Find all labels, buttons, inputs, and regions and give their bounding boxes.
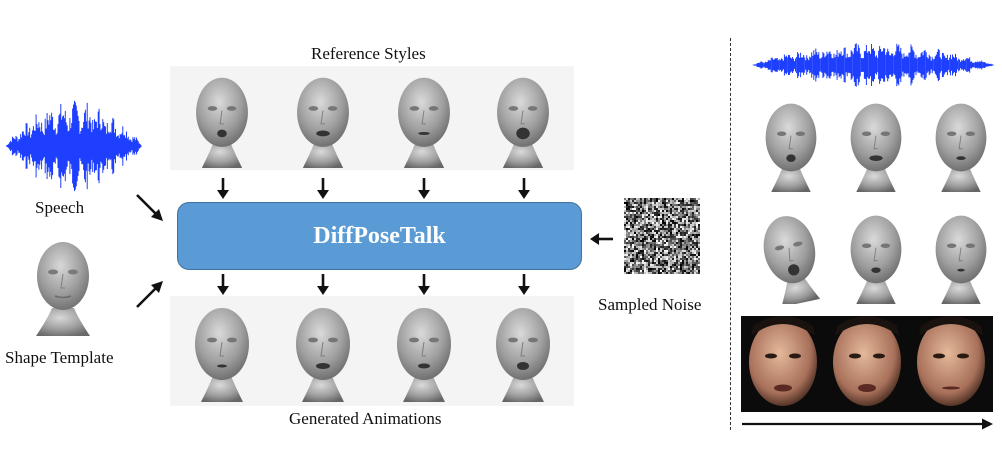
speech-waveform-icon: [6, 100, 142, 192]
generated-animation-head-icon: [195, 308, 249, 402]
reference-styles-label: Reference Styles: [311, 44, 426, 63]
reference-style-head-icon: [398, 77, 450, 168]
reference-style-head-icon: [297, 77, 349, 168]
style-head-icon: [935, 103, 987, 192]
sampled-noise-label: Sampled Noise: [598, 295, 702, 314]
diffposetalk-box: DiffPoseTalk: [177, 202, 582, 270]
arrow-icon: [317, 274, 329, 295]
arrow-icon: [418, 274, 430, 295]
arrow-icon: [518, 178, 530, 199]
model-name: DiffPoseTalk: [313, 222, 446, 249]
arrow-icon: [217, 274, 229, 295]
shape-template-label: Shape Template: [5, 348, 114, 367]
arrow-icon: [590, 233, 613, 245]
arrow-icon: [136, 281, 163, 308]
dashed-divider: [730, 38, 731, 430]
generated-animation-head-icon: [496, 308, 550, 402]
shape-template-head-icon: [36, 242, 90, 336]
style-head-icon: [935, 215, 987, 304]
reference-style-head-icon: [196, 77, 248, 168]
speech-waveform-icon: [752, 43, 994, 87]
arrow-icon: [136, 194, 163, 221]
generated-animation-head-icon: [397, 308, 451, 402]
speech-label: Speech: [35, 198, 85, 217]
arrow-icon: [418, 178, 430, 199]
noise-image-icon: [624, 198, 700, 274]
arrow-icon: [518, 274, 530, 295]
style-head-icon: [765, 103, 817, 192]
rendered-video-frames: [741, 316, 993, 412]
arrow-icon: [317, 178, 329, 199]
style-head-icon: [763, 216, 821, 304]
time-axis-arrow-icon: [742, 418, 993, 430]
generated-animation-head-icon: [296, 308, 350, 402]
style-head-icon: [850, 215, 902, 304]
style-head-icon: [850, 103, 902, 192]
arrow-icon: [217, 178, 229, 199]
generated-animations-label: Generated Animations: [289, 409, 442, 428]
reference-style-head-icon: [497, 77, 549, 168]
